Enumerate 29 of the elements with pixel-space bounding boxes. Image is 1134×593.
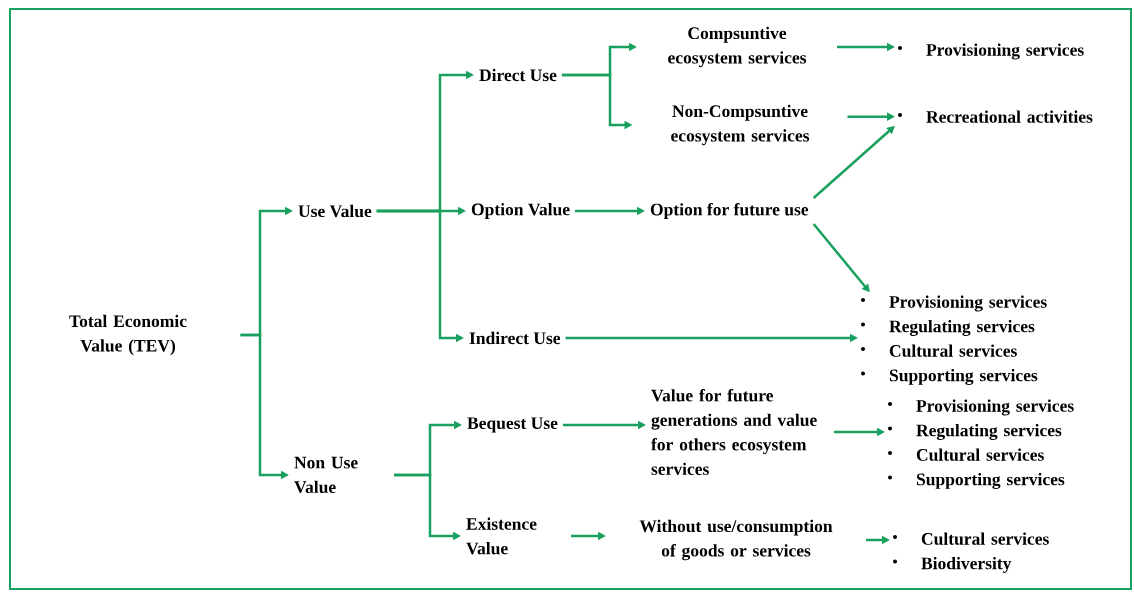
bullet-list: Provisioning services Regulating services Cultural services Supporting services (861, 295, 1047, 385)
bullet-list: Cultural services Biodiversity (893, 532, 1049, 573)
text-label: Total Economic Value (TEV) (69, 314, 187, 356)
text-label: Without use/consumption of goods or services (639, 519, 833, 561)
text-label: Direct Use (479, 68, 557, 82)
text-label: Use Value (298, 204, 372, 218)
text-label: Option for future use (650, 202, 809, 219)
node-label: Regulating services (889, 320, 1035, 336)
text-label: Non Use Value (294, 456, 358, 494)
node-label: Supporting services (889, 368, 1038, 385)
text-label: Non-Compsuntive ecosystem services (671, 104, 810, 146)
node-label: Biodiversity (921, 556, 1012, 573)
bullet-list: Provisioning services Regulating services Cultural services Supporting services (888, 399, 1074, 489)
node-label: Cultural services (916, 448, 1044, 461)
text-label: Value for future generations and value for others ecosystem services (651, 389, 817, 475)
node-label: Provisioning services (916, 399, 1074, 416)
node-label: Provisioning services (926, 43, 1084, 60)
text-label: Compsuntive ecosystem services (668, 26, 807, 68)
node-label: Regulating services (916, 424, 1062, 440)
text-label: Bequest Use (467, 417, 558, 433)
node-label: Supporting services (916, 472, 1065, 489)
node-label: Cultural services (921, 532, 1049, 545)
node-label: Cultural services (889, 344, 1017, 357)
node-label: Provisioning services (889, 295, 1047, 312)
text-label: Existence Value (466, 517, 537, 555)
bullet-list: Provisioning services (898, 43, 1084, 60)
bullet-list: Recreational activities (898, 110, 1093, 123)
text-label: Indirect Use (469, 331, 561, 345)
text-label: Option Value (471, 203, 570, 219)
